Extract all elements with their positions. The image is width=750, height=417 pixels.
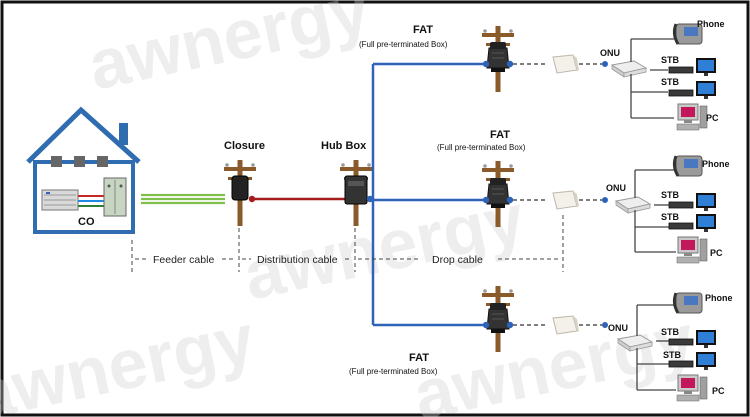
pc-icon	[676, 374, 708, 402]
stb-label-3b: STB	[663, 350, 682, 360]
pc-icon	[676, 236, 708, 264]
hub-box-icon	[344, 175, 368, 205]
pc-label-2: PC	[710, 248, 723, 258]
closure-label: Closure	[224, 140, 265, 152]
customer-premises-3: ONU Phone STB STB PC	[608, 291, 733, 402]
fat-branch-2: FAT (Full pre-terminated Box)	[437, 129, 608, 227]
drop-cable-trunk	[369, 62, 486, 327]
patch-cords	[78, 195, 104, 207]
phone-label-2: Phone	[702, 159, 730, 169]
phone-icon	[672, 154, 704, 178]
stb-label-1a: STB	[661, 55, 680, 65]
pc-label-3: PC	[712, 386, 725, 396]
onu-label-1: ONU	[600, 48, 620, 58]
onu-label-3: ONU	[608, 323, 628, 333]
phone-label-3: Phone	[705, 293, 733, 303]
fat-label-1: FAT	[413, 24, 433, 36]
customer-premises-1: ONU Phone STB STB PC	[600, 19, 725, 131]
stb-label-1b: STB	[661, 77, 680, 87]
stb-label-2a: STB	[661, 190, 680, 200]
co-label: CO	[78, 216, 95, 228]
fat-sub-label-1: (Full pre-terminated Box)	[359, 40, 448, 49]
hub-box-pole: Hub Box	[321, 140, 372, 226]
splice-closure-icon	[231, 175, 249, 201]
phone-icon	[672, 291, 704, 315]
pc-icon	[676, 103, 708, 131]
fat-sub-label-2: (Full pre-terminated Box)	[437, 143, 526, 152]
onu-label-2: ONU	[606, 183, 626, 193]
feeder-cable	[141, 193, 225, 205]
olt-rack-icon	[41, 189, 79, 211]
fat-branch-1: FAT (Full pre-terminated Box)	[359, 24, 608, 92]
wall-terminal-icon	[552, 190, 580, 210]
stb-label-2b: STB	[661, 212, 680, 222]
closure-pole: Closure	[224, 140, 265, 226]
co-building: CO	[26, 106, 141, 234]
distribution-cable-label: Distribution cable	[257, 254, 338, 266]
fat-branch-3: FAT (Full pre-terminated Box)	[349, 286, 608, 376]
customer-premises-2: ONU Phone STB STB PC	[606, 154, 730, 264]
pc-label-1: PC	[706, 113, 719, 123]
phone-label-1: Phone	[697, 19, 725, 29]
segment-markers	[131, 215, 564, 272]
wall-terminal-icon	[552, 54, 580, 74]
fat-box-icon	[486, 302, 510, 334]
fat-sub-label-3: (Full pre-terminated Box)	[349, 367, 438, 376]
wall-terminal-icon	[552, 315, 580, 335]
hub-box-label: Hub Box	[321, 140, 367, 152]
stb-label-3a: STB	[661, 327, 680, 337]
fat-box-icon	[486, 177, 510, 209]
feeder-cable-label: Feeder cable	[153, 254, 214, 266]
drop-cable-label: Drop cable	[432, 254, 483, 266]
fat-box-icon	[486, 41, 510, 73]
fat-label-2: FAT	[490, 129, 510, 141]
fat-label-3: FAT	[409, 352, 429, 364]
odf-cabinet-icon	[103, 177, 127, 217]
